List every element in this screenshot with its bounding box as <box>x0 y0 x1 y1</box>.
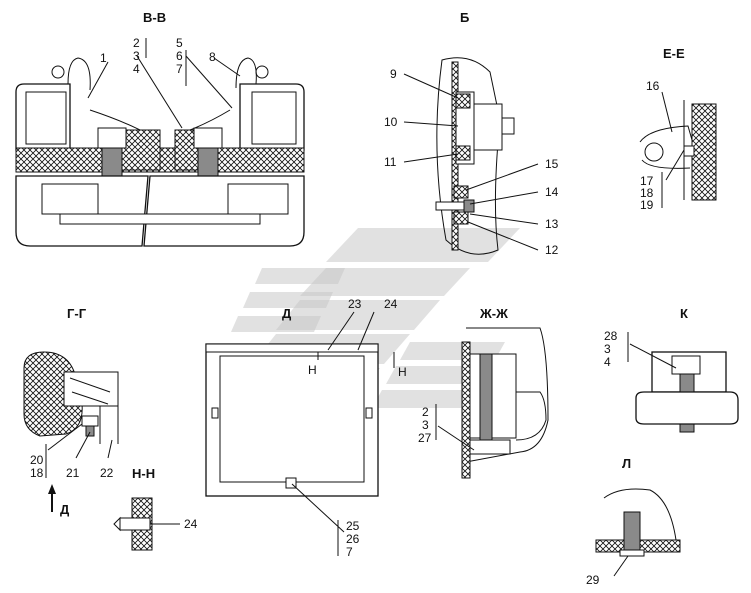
callout-b-14: 14 <box>545 185 559 199</box>
callout-ee-17: 17 <box>640 174 654 188</box>
callout-ee-16: 16 <box>646 79 660 93</box>
callout-vv-6: 6 <box>176 49 183 63</box>
callout-zhzh-27: 27 <box>418 431 432 445</box>
callout-nn-24: 24 <box>184 517 198 531</box>
callout-k-4: 4 <box>604 355 611 369</box>
callout-ee-19: 19 <box>640 198 654 212</box>
callout-d-26: 26 <box>346 532 360 546</box>
section-d-title: Д <box>282 306 292 321</box>
section-k: К 28 3 4 <box>604 306 739 433</box>
callout-d-25: 25 <box>346 519 360 533</box>
callout-zhzh-2: 2 <box>422 405 429 419</box>
section-b: Б 9 10 11 15 14 13 12 <box>384 10 559 257</box>
callout-vv-4: 4 <box>133 62 140 76</box>
callout-l-29: 29 <box>586 573 600 587</box>
section-k-title: К <box>680 306 688 321</box>
callout-vv-8: 8 <box>209 50 216 64</box>
section-vv: В-В <box>15 10 305 247</box>
callout-gg-22: 22 <box>100 466 114 480</box>
callout-b-9: 9 <box>390 67 397 81</box>
dim-label-right: Н <box>398 365 407 379</box>
section-b-title: Б <box>460 10 469 25</box>
callout-d-7: 7 <box>346 545 353 559</box>
section-nn-title: Н-Н <box>132 466 155 481</box>
callout-b-11: 11 <box>384 155 397 169</box>
callout-ee-18: 18 <box>640 186 654 200</box>
callout-vv-3: 3 <box>133 49 140 63</box>
callout-b-13: 13 <box>545 217 559 231</box>
dim-label-left: Н <box>308 363 317 377</box>
section-gg: Г-Г 20 18 21 22 Д <box>23 306 119 517</box>
callout-k-3: 3 <box>604 342 611 356</box>
callout-gg-18: 18 <box>30 466 44 480</box>
section-ee-title: Е-Е <box>663 46 685 61</box>
callout-vv-5: 5 <box>176 36 183 50</box>
callout-b-15: 15 <box>545 157 559 171</box>
section-nn: Н-Н 24 <box>113 466 198 551</box>
section-l: Л 29 <box>586 456 681 587</box>
callout-d-23: 23 <box>348 297 362 311</box>
callout-vv-7: 7 <box>176 62 183 76</box>
callout-zhzh-3: 3 <box>422 418 429 432</box>
section-zhzh-title: Ж-Ж <box>479 306 508 321</box>
callout-vv-2: 2 <box>133 36 140 50</box>
gg-view-arrow-label: Д <box>60 502 70 517</box>
callout-gg-21: 21 <box>66 466 80 480</box>
section-l-title: Л <box>622 456 631 471</box>
callout-vv-1: 1 <box>100 51 107 65</box>
section-gg-title: Г-Г <box>67 306 87 321</box>
section-vv-title: В-В <box>143 10 166 25</box>
callout-k-28: 28 <box>604 329 618 343</box>
callout-b-12: 12 <box>545 243 559 257</box>
section-zhzh: Ж-Ж 2 3 27 <box>418 306 549 479</box>
section-ee: Е-Е 16 17 18 19 <box>639 46 717 212</box>
callout-d-24: 24 <box>384 297 398 311</box>
callout-gg-20: 20 <box>30 453 44 467</box>
section-d: Д 23 24 Н Н 25 26 7 <box>205 297 407 559</box>
callout-b-10: 10 <box>384 115 398 129</box>
